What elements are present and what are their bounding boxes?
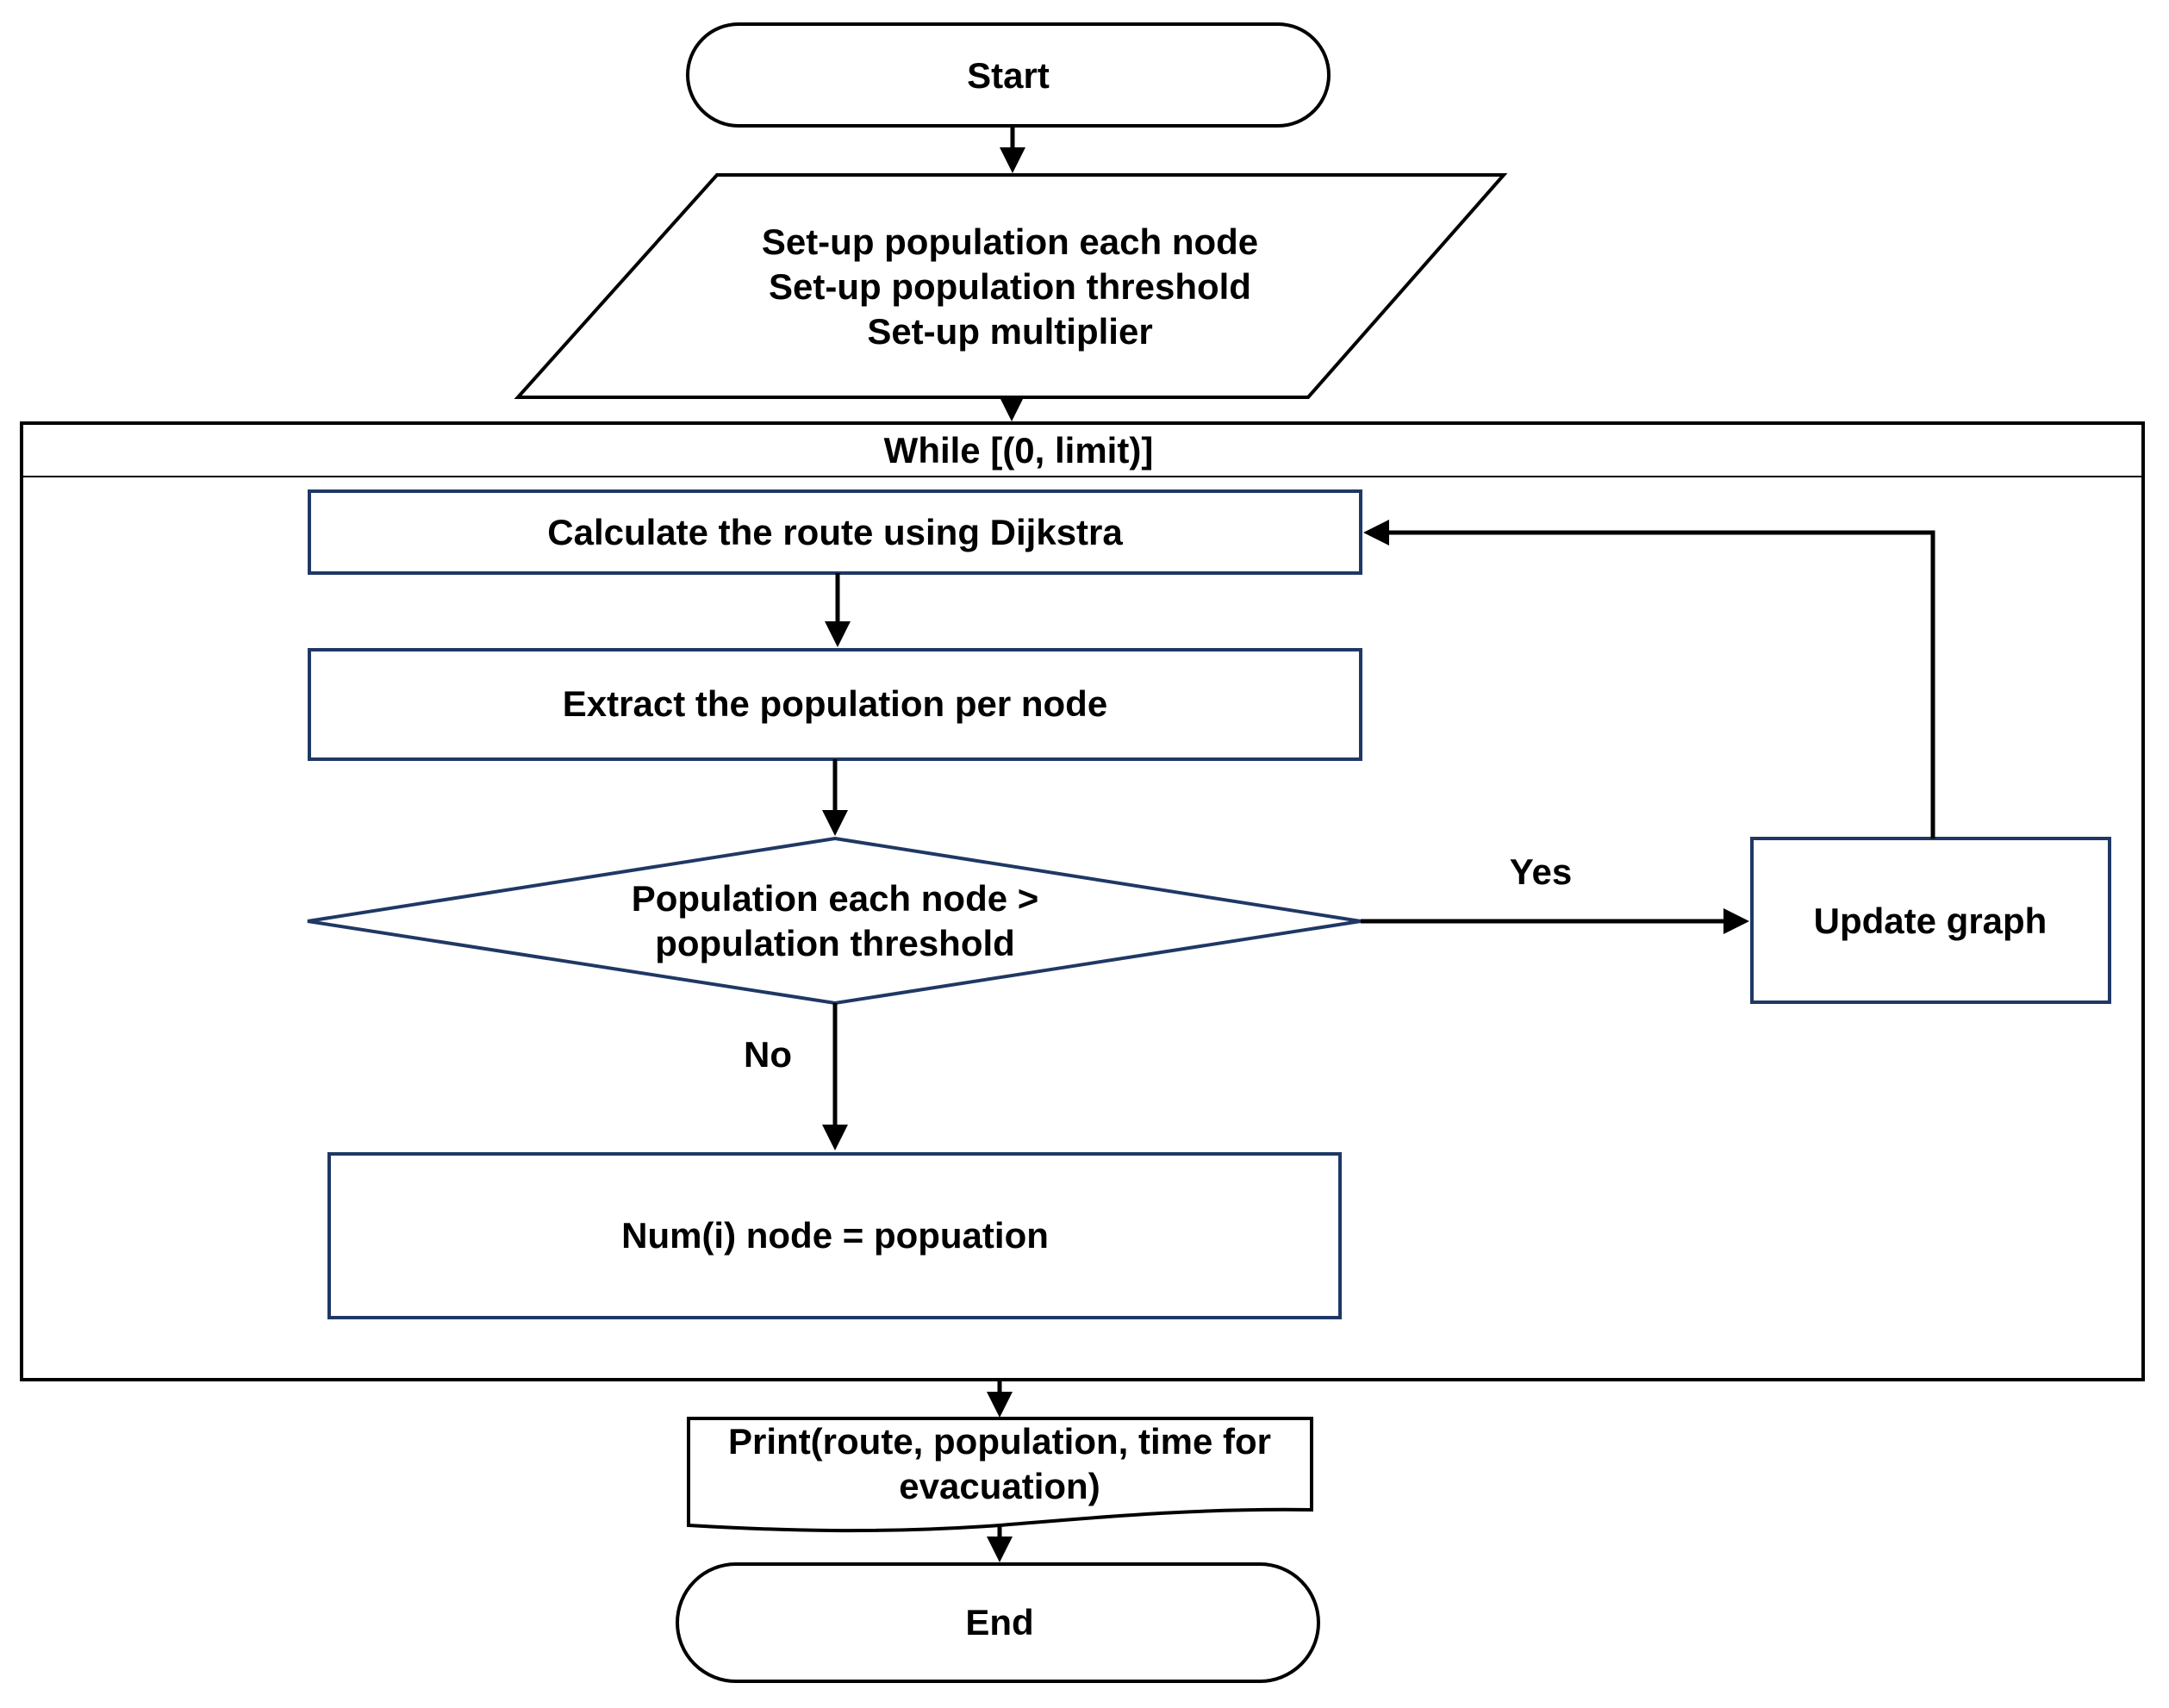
setup-input-shape	[514, 173, 1508, 399]
start-label: Start	[967, 55, 1050, 96]
end-terminator	[676, 1562, 1320, 1683]
extract-population-label: Extract the population per node	[563, 683, 1107, 724]
no-edge-label: No	[744, 1034, 792, 1075]
setup-line-2: Set-up population threshold	[769, 266, 1251, 307]
setup-line-1: Set-up population each node	[762, 221, 1258, 262]
start-terminator	[686, 22, 1331, 128]
end-label: End	[965, 1602, 1033, 1643]
update-graph-label: Update graph	[1814, 901, 2047, 941]
decision-line-2: population threshold	[655, 923, 1015, 963]
decision-line-1: Population each node >	[632, 878, 1039, 919]
while-loop-label: While [(0, limit)]	[884, 430, 1154, 471]
setup-line-3: Set-up multiplier	[867, 311, 1152, 352]
calculate-route-box	[308, 489, 1362, 575]
print-output-document	[687, 1417, 1313, 1533]
extract-population-box	[308, 648, 1362, 761]
num-node-label: Num(i) node = popuation	[621, 1215, 1049, 1256]
calculate-route-label: Calculate the route using Dijkstra	[547, 512, 1123, 552]
print-line-1: Print(route, population, time for	[728, 1421, 1271, 1462]
yes-edge-label: Yes	[1510, 851, 1572, 892]
arrow-update-to-calc	[1363, 520, 1935, 838]
num-node-box	[327, 1152, 1342, 1319]
print-line-2: evacuation)	[899, 1466, 1100, 1506]
